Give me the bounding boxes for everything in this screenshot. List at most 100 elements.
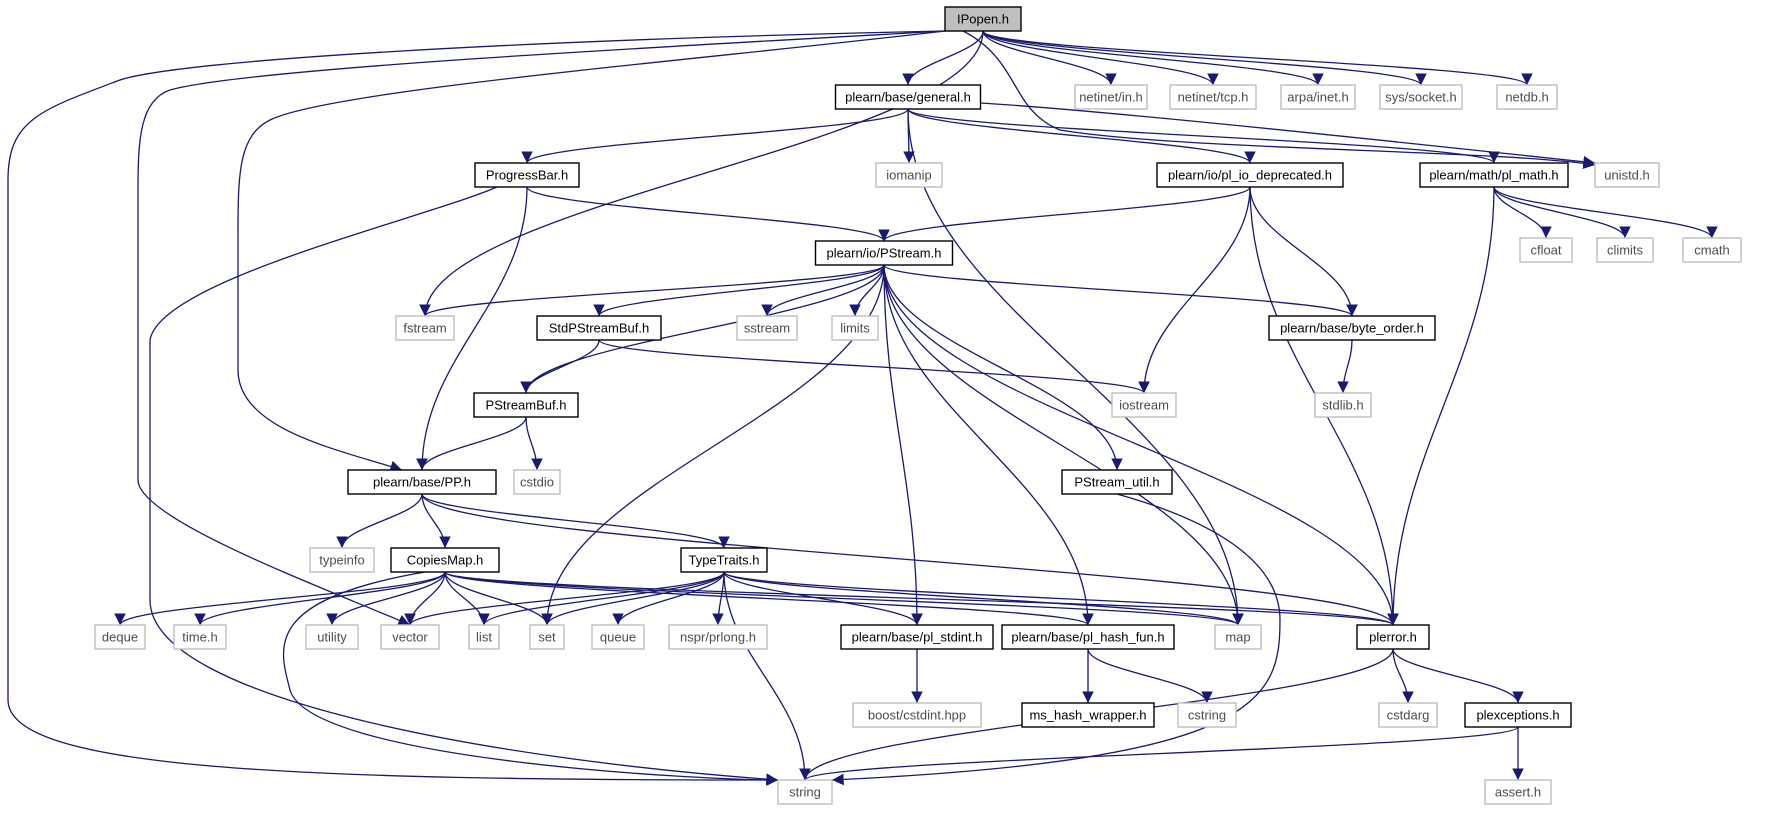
edge-pstream-to-fstream: [419, 264, 885, 317]
node-typeinfo: typeinfo: [309, 547, 375, 573]
node-list: list: [468, 624, 500, 650]
node-box: [834, 84, 982, 110]
node-queue: queue: [591, 624, 645, 650]
node-label: stdlib.h: [1322, 398, 1363, 413]
node-box: [1356, 624, 1430, 650]
edge-copiesmap-to-utility: [326, 571, 446, 626]
node-label: netinet/in.h: [1079, 90, 1143, 105]
node-plerror[interactable]: plerror.h: [1356, 624, 1430, 650]
node-label: cmath: [1694, 243, 1729, 258]
node-label: PStream_util.h: [1074, 475, 1159, 490]
node-label: IPopen.h: [957, 12, 1009, 27]
node-general[interactable]: plearn/base/general.h: [834, 84, 982, 110]
node-box: [1314, 392, 1372, 418]
node-deque: deque: [94, 624, 146, 650]
node-label: set: [538, 630, 556, 645]
node-box: [529, 624, 565, 650]
edge-typetraits-to-list: [478, 571, 725, 626]
node-box: [1378, 702, 1438, 728]
node-box: [1021, 702, 1155, 728]
edge-pl_math-to-plerror: [1387, 186, 1495, 626]
node-stdpstreambuf[interactable]: StdPStreamBuf.h: [536, 315, 662, 341]
edge-pl_math-to-cmath: [1493, 186, 1718, 239]
node-boost_cstdint: boost/cstdint.hpp: [852, 702, 982, 728]
node-box: [305, 624, 359, 650]
node-cstdio: cstdio: [513, 469, 561, 495]
node-cfloat: cfloat: [1519, 237, 1573, 263]
node-ms_hash_wrapper[interactable]: ms_hash_wrapper.h: [1021, 702, 1155, 728]
node-label: cstdarg: [1387, 708, 1430, 723]
edge-pp-to-copiesmap: [421, 493, 451, 549]
node-label: list: [476, 630, 492, 645]
node-byte_order[interactable]: plearn/base/byte_order.h: [1268, 315, 1436, 341]
node-label: plearn/base/byte_order.h: [1280, 321, 1424, 336]
node-box: [944, 6, 1022, 32]
edge-pstream-to-pl_hash_fun: [883, 264, 1094, 626]
edge-ipopen-to-pp: [237, 30, 946, 472]
node-typetraits[interactable]: TypeTraits.h: [680, 547, 768, 573]
node-box: [1169, 84, 1257, 110]
edge-copiesmap-to-plerror: [444, 571, 1399, 626]
edge-ipopen-to-general: [902, 30, 984, 86]
edge-typetraits-to-set: [541, 571, 725, 626]
node-copiesmap[interactable]: CopiesMap.h: [390, 547, 500, 573]
node-label: plearn/math/pl_math.h: [1429, 168, 1558, 183]
node-pl_math[interactable]: plearn/math/pl_math.h: [1419, 162, 1569, 188]
node-box: [1484, 779, 1552, 805]
node-label: cstdio: [520, 475, 554, 490]
node-pstream_util[interactable]: PStream_util.h: [1061, 469, 1173, 495]
nodes-layer: IPopen.h plearn/base/general.h netinet/in.…: [94, 6, 1742, 805]
edge-general-to-progressbar: [521, 108, 909, 164]
node-netdb: netdb.h: [1496, 84, 1558, 110]
edge-io_deprecated-to-iostream: [1138, 186, 1251, 394]
node-box: [1268, 315, 1436, 341]
edge-pstreambuf-to-pp: [416, 416, 527, 471]
edge-general-to-pl_math: [907, 108, 1500, 164]
node-box: [1596, 237, 1654, 263]
edge-general-to-map: [907, 108, 1244, 626]
edge-typetraits-to-map: [723, 571, 1244, 626]
edge-copiesmap-to-time: [194, 571, 446, 626]
node-cstring: cstring: [1177, 702, 1237, 728]
node-box: [474, 162, 580, 188]
node-box: [852, 702, 982, 728]
node-pl_hash_fun[interactable]: plearn/base/pl_hash_fun.h: [1001, 624, 1175, 650]
edges-layer: [7, 30, 1718, 786]
edge-copiesmap-to-string: [282, 571, 779, 786]
node-label: fstream: [403, 321, 446, 336]
node-box: [668, 624, 768, 650]
node-label: plearn/io/pl_io_deprecated.h: [1168, 168, 1332, 183]
node-box: [1379, 84, 1463, 110]
node-box: [390, 547, 500, 573]
edge-ipopen-to-fstream: [419, 30, 984, 317]
node-label: vector: [392, 630, 428, 645]
edge-io_deprecated-to-pstream: [878, 186, 1251, 242]
node-plexceptions[interactable]: plexceptions.h: [1464, 702, 1572, 728]
edge-pstream-to-map: [883, 264, 1244, 626]
node-netinet_in: netinet/in.h: [1074, 84, 1148, 110]
node-box: [536, 315, 662, 341]
edge-stdpstreambuf-to-pstreambuf: [520, 339, 600, 394]
edge-pp-to-plerror: [421, 493, 1399, 626]
node-ipopen[interactable]: IPopen.h: [944, 6, 1022, 32]
node-label: typeinfo: [319, 553, 365, 568]
node-box: [347, 469, 497, 495]
node-label: unistd.h: [1604, 168, 1650, 183]
node-label: string: [789, 785, 821, 800]
node-pp[interactable]: plearn/base/PP.h: [347, 469, 497, 495]
node-io_deprecated[interactable]: plearn/io/pl_io_deprecated.h: [1156, 162, 1344, 188]
node-progressbar[interactable]: ProgressBar.h: [474, 162, 580, 188]
node-pstream[interactable]: plearn/io/PStream.h: [814, 240, 954, 266]
node-label: cfloat: [1530, 243, 1561, 258]
edge-plerror-to-plexceptions: [1392, 648, 1524, 704]
node-pstreambuf[interactable]: PStreamBuf.h: [473, 392, 579, 418]
node-box: [840, 624, 994, 650]
node-label: nspr/prlong.h: [680, 630, 756, 645]
node-pl_stdint[interactable]: plearn/base/pl_stdint.h: [840, 624, 994, 650]
edge-pstream-to-pstreambuf: [520, 264, 885, 394]
node-limits: limits: [831, 315, 879, 341]
node-box: [1074, 84, 1148, 110]
node-stdlib: stdlib.h: [1314, 392, 1372, 418]
node-label: climits: [1607, 243, 1644, 258]
node-label: PStreamBuf.h: [486, 398, 567, 413]
